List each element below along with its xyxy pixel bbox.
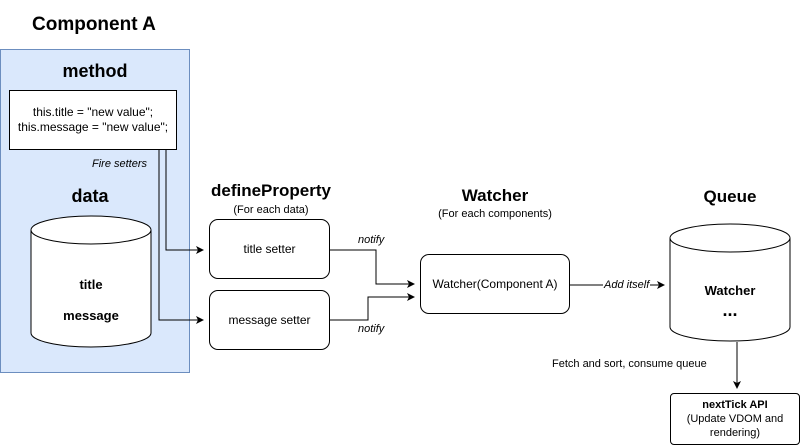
message-setter-label: message setter: [228, 313, 311, 327]
watcher-subtitle: (For each components): [438, 208, 552, 220]
notify-label-2: notify: [358, 323, 385, 335]
queue-ellipsis: ...: [722, 300, 738, 320]
define-property-title: defineProperty: [211, 181, 331, 200]
edge-notify-message: [330, 293, 415, 321]
method-label: method: [62, 61, 128, 81]
data-item-message: message: [63, 308, 119, 323]
queue-title: Queue: [703, 187, 757, 206]
watcher-box-label: Watcher(Component A): [432, 277, 558, 291]
next-tick-title: nextTick API: [702, 399, 768, 411]
component-title: Component A: [32, 14, 156, 35]
data-item-title: title: [79, 277, 103, 292]
fire-setters-label: Fire setters: [92, 158, 148, 170]
fetch-sort-label: Fetch and sort, consume queue: [552, 358, 707, 370]
next-tick-line2: (Update VDOM and: [686, 413, 784, 425]
message-setter-box: message setter: [209, 290, 330, 350]
notify-label-1: notify: [358, 234, 385, 246]
add-itself-label: Add itself: [603, 279, 651, 291]
title-setter-box: title setter: [209, 219, 330, 279]
define-property-subtitle: (For each data): [233, 204, 309, 216]
method-code-box: this.title = "new value"; this.message =…: [9, 90, 177, 150]
queue-item-watcher: Watcher: [704, 283, 756, 298]
data-label: data: [71, 186, 109, 206]
code-line-title: this.title = "new value";: [32, 105, 154, 119]
next-tick-line3: rendering): [709, 427, 761, 439]
edge-notify-title: [330, 249, 415, 288]
watcher-title: Watcher: [461, 186, 529, 205]
title-setter-label: title setter: [243, 242, 296, 256]
next-tick-box: nextTick API (Update VDOM and rendering): [670, 393, 800, 445]
watcher-box: Watcher(Component A): [420, 254, 570, 314]
code-line-message: this.message = "new value";: [17, 120, 169, 134]
